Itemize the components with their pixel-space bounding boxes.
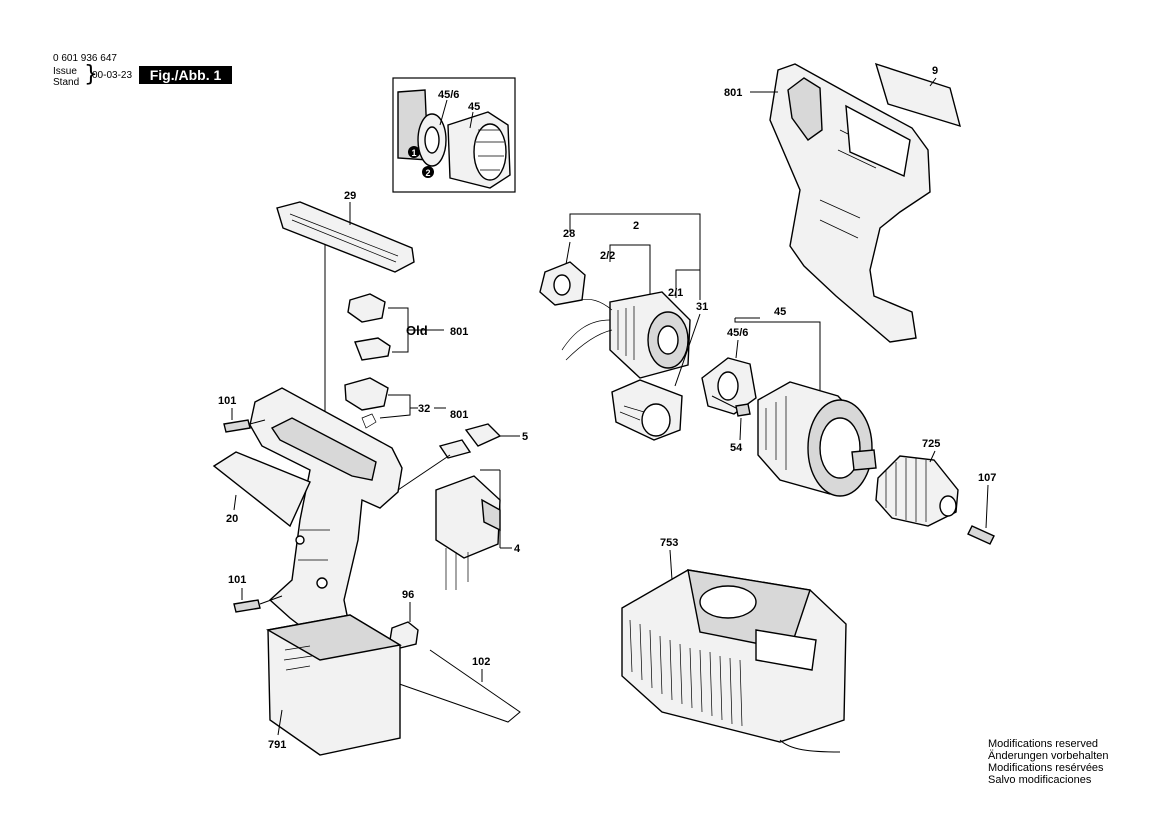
callout-31: 31 [696, 301, 708, 313]
callout-45: 45 [774, 306, 786, 318]
callout-791: 791 [268, 739, 286, 751]
callout-725: 725 [922, 438, 940, 450]
callout-20: 20 [226, 513, 238, 525]
callout-753: 753 [660, 537, 678, 549]
part-number: 0 601 936 647 [53, 53, 117, 64]
switch-parts-32: 32 801 [344, 377, 468, 429]
issue-labels: Issue Stand [53, 66, 79, 88]
callout-9: 9 [932, 65, 938, 77]
callout-45-6-inset: 45/6 [438, 89, 459, 101]
callout-2-2: 2/2 [600, 250, 615, 262]
part-725-chuck: 725 [875, 438, 959, 527]
brace-glyph: } [84, 62, 98, 87]
callout-96: 96 [402, 589, 414, 601]
callout-107: 107 [978, 472, 996, 484]
inset-detail: 45/6 45 1 2 [392, 77, 516, 193]
callout-801-32: 801 [450, 409, 468, 421]
part-4-switch: 4 [435, 469, 521, 590]
part-9-label: 9 [874, 62, 961, 128]
issue-date: 00-03-23 [92, 70, 133, 81]
callout-101-top: 101 [218, 395, 236, 407]
callout-102: 102 [472, 656, 490, 668]
motor-group: 2 28 2/2 2/1 31 [539, 213, 708, 441]
modifications-line-4: Salvo modificaciones [988, 774, 1092, 786]
callout-29: 29 [344, 190, 356, 202]
step-1-marker: 1 [411, 148, 416, 158]
modifications-note: Modifications reserved Änderungen vorbeh… [988, 738, 1108, 786]
housing-half-left: 101 101 [218, 387, 403, 673]
callout-54: 54 [730, 442, 743, 454]
part-791-battery: 791 [265, 614, 402, 756]
figure-label: Fig./Abb. 1 [139, 66, 232, 84]
callout-101-bottom: 101 [228, 574, 246, 586]
callout-45-inset: 45 [468, 101, 480, 113]
callout-801-housing: 801 [724, 87, 742, 99]
step-2-marker: 2 [425, 168, 430, 178]
part-96: 96 [389, 589, 419, 649]
part-102-wire: 102 [387, 649, 521, 723]
callout-28: 28 [563, 228, 575, 240]
housing-half-right: 801 [724, 63, 931, 343]
callout-801-old: 801 [450, 326, 468, 338]
stand-label: Stand [53, 77, 80, 88]
callout-32: 32 [418, 403, 430, 415]
modifications-line-1: Modifications reserved [988, 738, 1099, 750]
callout-4: 4 [514, 543, 521, 555]
modifications-line-2: Änderungen vorbehalten [988, 750, 1109, 762]
issue-label: Issue [53, 66, 77, 77]
modifications-line-3: Modifications resérvées [988, 762, 1104, 774]
callout-45-6: 45/6 [727, 327, 748, 339]
callout-5: 5 [522, 431, 528, 443]
part-20-label: 20 [212, 451, 311, 528]
part-107-screw: 107 [967, 472, 996, 545]
switch-parts-old: Old 801 [347, 293, 468, 361]
part-753-charger: 753 [621, 537, 847, 753]
gearbox-group: 45 45/6 54 [701, 306, 877, 497]
part-29-cover: 29 [276, 190, 415, 420]
callout-old: Old [406, 323, 428, 338]
part-5-bracket: 5 [397, 423, 528, 491]
callout-2: 2 [633, 220, 639, 232]
